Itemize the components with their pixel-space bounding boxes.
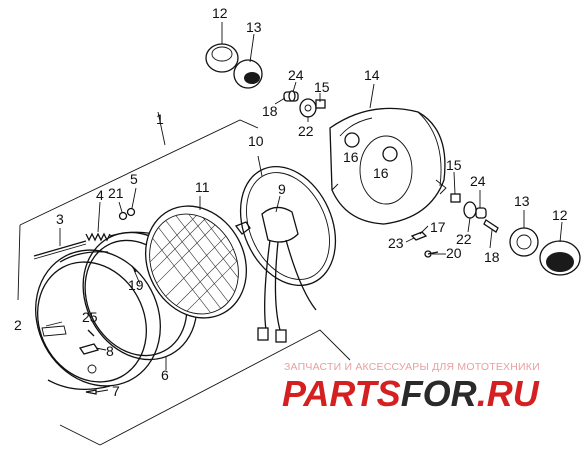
callout-24-left: 24 <box>288 67 304 83</box>
callout-8: 8 <box>106 343 114 359</box>
right-mounting-hardware <box>450 193 581 276</box>
headlight-case-ring <box>239 155 337 287</box>
callout-23: 23 <box>388 235 404 251</box>
callout-20: 20 <box>446 245 462 261</box>
socket-with-wires <box>257 206 317 343</box>
callout-6: 6 <box>161 367 169 383</box>
callout-3: 3 <box>56 211 64 227</box>
callout-4: 4 <box>96 187 104 203</box>
spring-and-nut <box>85 207 136 242</box>
watermark-brand-parts: PARTS <box>282 373 401 414</box>
callout-16-left: 16 <box>343 149 359 165</box>
callout-24-right: 24 <box>470 173 486 189</box>
callout-10: 10 <box>248 133 264 149</box>
callout-11: 11 <box>195 179 210 195</box>
watermark-brand-for: FOR <box>401 373 477 414</box>
callout-25: 25 <box>82 309 98 325</box>
callout-13-left: 13 <box>246 19 262 35</box>
watermark-tagline: ЗАПЧАСТИ И АКСЕССУАРЫ ДЛЯ МОТОТЕХНИКИ <box>284 361 540 373</box>
callout-2: 2 <box>14 317 22 333</box>
callout-14: 14 <box>364 67 380 83</box>
callout-5: 5 <box>130 171 138 187</box>
callout-21: 21 <box>108 185 124 201</box>
callout-7: 7 <box>112 383 120 399</box>
assembly-frame <box>17 111 351 446</box>
headlight-rim <box>35 249 161 390</box>
watermark: ЗАПЧАСТИ И АКСЕССУАРЫ ДЛЯ МОТОТЕХНИКИ PA… <box>282 361 540 414</box>
adjusting-screw <box>33 240 87 260</box>
headlight-case <box>329 107 447 225</box>
leader-lines <box>45 22 563 393</box>
callout-19: 19 <box>128 277 144 293</box>
callout-22-left: 22 <box>298 123 314 139</box>
callout-18-left: 18 <box>262 103 278 119</box>
callout-numbers: 1 2 3 4 21 5 6 7 8 25 19 11 10 9 12 13 2… <box>14 5 568 399</box>
callout-17: 17 <box>430 219 446 235</box>
callout-12-left: 12 <box>212 5 228 21</box>
sealed-beam-unit <box>135 198 256 330</box>
callout-1: 1 <box>156 111 164 127</box>
callout-13-right: 13 <box>514 193 530 209</box>
callout-15-right: 15 <box>446 157 462 173</box>
callout-18-right: 18 <box>484 249 500 265</box>
callout-16-right: 16 <box>373 165 389 181</box>
callout-15-left: 15 <box>314 79 330 95</box>
watermark-logo: PARTSFOR.RU <box>282 373 540 414</box>
callout-9: 9 <box>278 181 286 197</box>
watermark-brand-ru: .RU <box>477 373 540 414</box>
callout-12-right: 12 <box>552 207 568 223</box>
left-mounting-hardware <box>205 43 326 118</box>
callout-22-right: 22 <box>456 231 472 247</box>
